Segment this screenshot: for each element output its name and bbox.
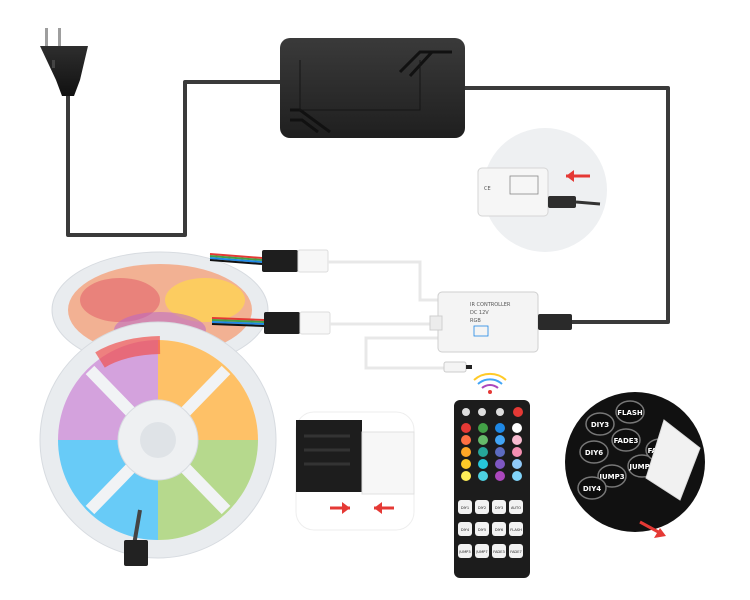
power-cable [66,80,670,324]
mode-key: FADE3 [492,544,506,558]
mode-key: DIY3 [492,500,506,514]
svg-text:DIY3: DIY3 [495,506,503,510]
mode-key: JUMP7 [475,544,489,558]
color-key [512,459,522,469]
svg-text:AUTO: AUTO [511,506,521,510]
color-key [461,447,471,457]
color-key [478,471,488,481]
svg-text:FADE7: FADE7 [510,550,522,554]
svg-text:JUMP3: JUMP3 [598,473,624,481]
zoom-key: DIY6 [579,440,609,464]
color-key [478,423,488,433]
svg-text:DIY4: DIY4 [583,485,601,493]
connector-inset [295,411,415,531]
mode-key: DIY2 [475,500,489,514]
color-key [461,435,471,445]
arrow-icon [639,520,666,538]
mode-key: AUTO [509,500,523,514]
zoom-key: FADE3 [611,428,641,452]
svg-text:JUMP3: JUMP3 [458,550,470,554]
ir-controller-icon: IR CONTROLLER DC 12V RGB [429,291,572,353]
svg-text:JUMP7: JUMP7 [628,463,654,471]
svg-text:CE: CE [484,186,491,192]
mode-key: FADE7 [509,544,523,558]
color-key [495,459,505,469]
mode-key: DIY6 [492,522,506,536]
color-key [495,447,505,457]
svg-text:DIY5: DIY5 [478,528,486,532]
color-key [478,435,488,445]
color-key [512,423,522,433]
color-key [478,459,488,469]
eu-plug-icon [40,28,88,96]
wifi-signal-icon [473,372,507,394]
color-key [478,447,488,457]
controller-label-2: DC 12V [470,310,489,316]
zoom-key: FLASH [615,400,645,424]
color-key [495,435,505,445]
arrow-icon [330,502,394,514]
remote-control-icon: DIY1 DIY2 DIY3 AUTO DIY4 DIY5 DIY6 FLASH JUMP3 JU… [454,400,530,578]
svg-text:FLASH: FLASH [510,528,522,532]
svg-text:FADE3: FADE3 [493,550,505,554]
color-key [512,471,522,481]
color-key [512,447,522,457]
svg-text:JUMP7: JUMP7 [475,550,487,554]
zoom-key: DIY3 [585,412,615,436]
svg-text:DIY1: DIY1 [461,506,469,510]
color-key [461,459,471,469]
svg-text:FADE3: FADE3 [614,437,639,445]
svg-text:DIY4: DIY4 [461,528,470,532]
color-key [512,435,522,445]
white-cables [328,260,444,370]
svg-text:DIY2: DIY2 [478,506,486,510]
arrow-icon [566,170,590,182]
mode-key: DIY5 [475,522,489,536]
controller-label-3: RGB [470,318,481,324]
zoom-key: DIY4 [577,476,607,500]
svg-text:FLASH: FLASH [617,409,643,417]
connector-icon [262,249,331,335]
mode-key: DIY1 [458,500,472,514]
rgb-wires [209,253,265,327]
led-strip-reel-icon [39,251,277,566]
mode-key: JUMP3 [458,544,472,558]
mode-key: FLASH [509,522,523,536]
color-key [495,471,505,481]
remote-keys-inset: DIY3FLASHDIY6FADE3JUMP3JUMP7DIY4FADE7 [565,392,705,538]
ir-receiver-tip [466,365,472,369]
controller-inset: CE [477,128,607,252]
ir-receiver [443,361,467,373]
color-key [461,423,471,433]
controller-label-1: IR CONTROLLER [470,302,511,308]
connector-icon [124,509,148,566]
zoom-key: JUMP3 [597,464,627,488]
svg-text:DIY6: DIY6 [495,528,504,532]
power-adapter-icon [280,38,465,138]
color-key [495,423,505,433]
svg-text:DIY6: DIY6 [585,449,603,457]
color-key [461,471,471,481]
svg-text:DIY3: DIY3 [591,421,609,429]
mode-key: DIY4 [458,522,472,536]
